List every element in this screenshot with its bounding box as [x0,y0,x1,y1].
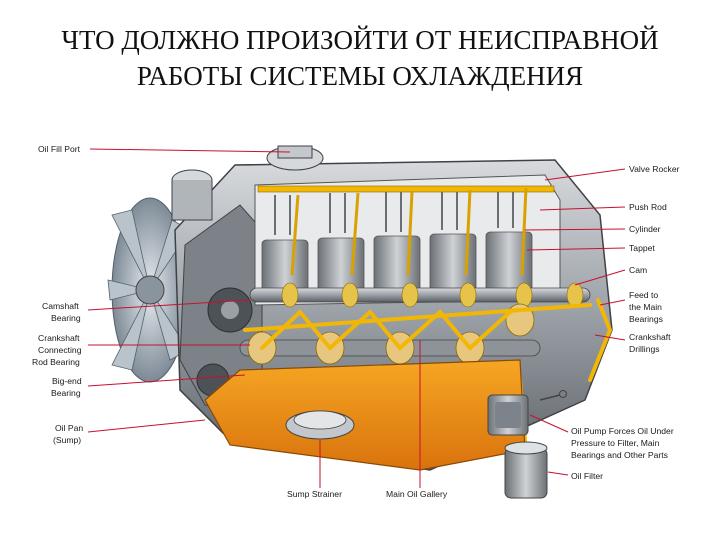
label-crankshaft-rod-3: Rod Bearing [32,357,80,367]
label-oil-filter: Oil Filter [571,471,603,481]
sump-strainer [285,410,355,440]
cooling-fan [107,197,191,383]
label-tappet: Tappet [629,243,655,253]
label-camshaft-bearing-2: Bearing [51,313,81,323]
label-main-oil-gallery: Main Oil Gallery [386,489,448,499]
label-cam: Cam [629,265,647,275]
label-feed-3: Bearings [629,314,663,324]
label-feed-1: Feed to [629,290,658,300]
leader-lines [87,148,626,488]
label-oil-pump-2: Pressure to Filter, Main [571,438,660,448]
label-big-end-1: Big-end [52,376,82,386]
label-oil-pump-1: Oil Pump Forces Oil Under [571,426,674,436]
label-feed-2: the Main [629,302,662,312]
label-crank-drill-2: Drillings [629,344,660,354]
oil-pump [487,390,567,436]
label-oil-pan-1: Oil Pan [55,423,83,433]
label-sump-strainer: Sump Strainer [287,489,342,499]
oil-filter [504,441,548,499]
slide-title: ЧТО ДОЛЖНО ПРОИЗОЙТИ ОТ НЕИСПРАВНОЙ РАБО… [0,22,720,94]
label-oil-pan-2: (Sump) [53,435,81,445]
label-oil-pump-3: Bearings and Other Parts [571,450,668,460]
title-line-1: ЧТО ДОЛЖНО ПРОИЗОЙТИ ОТ НЕИСПРАВНОЙ [61,25,659,55]
label-valve-rocker: Valve Rocker [629,164,680,174]
label-crank-drill-1: Crankshaft [629,332,671,342]
label-crankshaft-rod-1: Crankshaft [38,333,80,343]
label-crankshaft-rod-2: Connecting [38,345,82,355]
label-camshaft-bearing-1: Camshaft [42,301,79,311]
title-line-2: РАБОТЫ СИСТЕМЫ ОХЛАЖДЕНИЯ [136,61,584,91]
oil-pan [204,359,526,471]
camshaft [249,282,591,308]
label-big-end-2: Bearing [51,388,81,398]
label-oil-fill-port: Oil Fill Port [38,144,81,154]
label-push-rod: Push Rod [629,202,667,212]
label-cylinder: Cylinder [629,224,661,234]
